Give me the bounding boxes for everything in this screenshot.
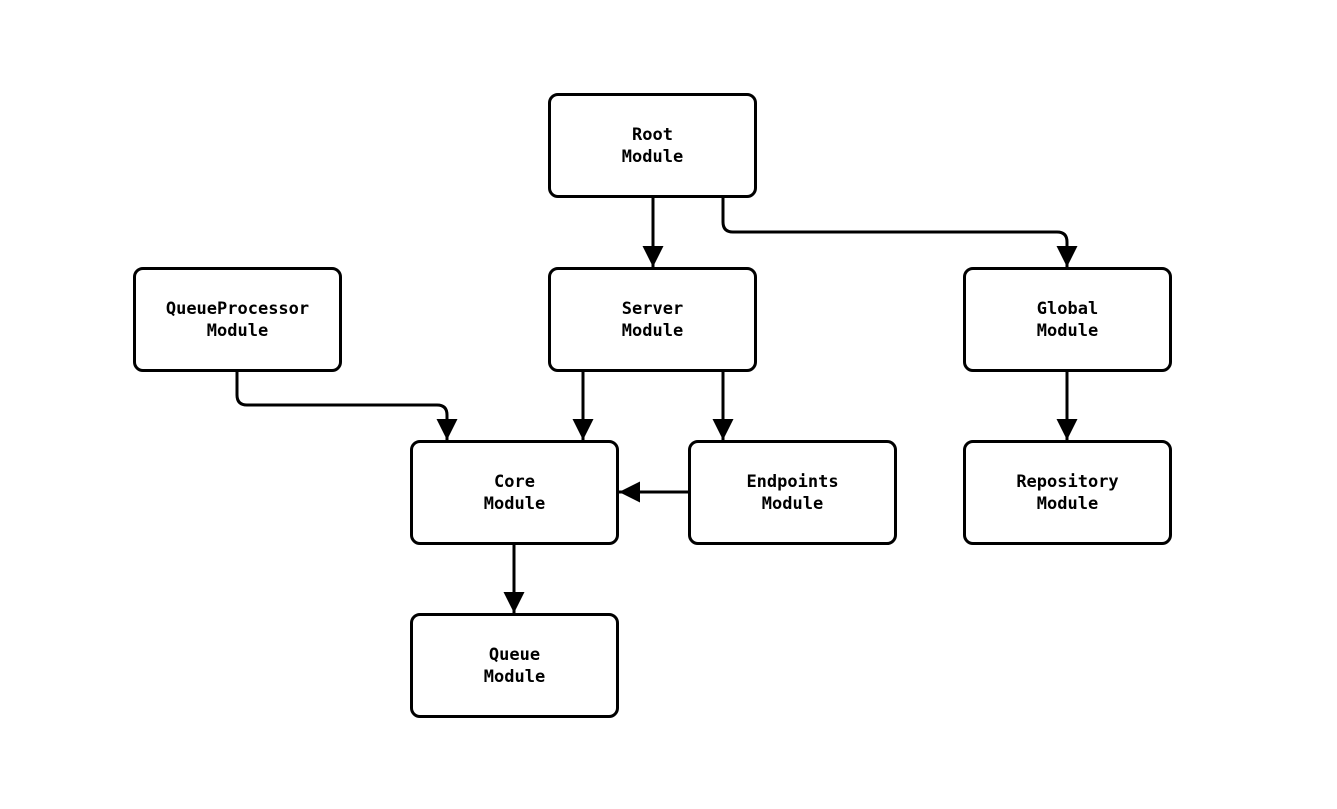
node-endpoints-module-label: Endpoints Module <box>746 471 839 514</box>
node-global-module-label: Global Module <box>1036 298 1099 341</box>
node-server-module: Server Module <box>548 267 757 372</box>
node-queue-module-label: Queue Module <box>483 644 546 687</box>
edge-queueprocessor-to-core <box>235 372 458 440</box>
node-core-module: Core Module <box>410 440 619 545</box>
node-server-module-label: Server Module <box>621 298 684 341</box>
node-root-module-label: Root Module <box>621 124 684 167</box>
node-repository-module-label: Repository Module <box>1016 471 1119 514</box>
node-core-module-label: Core Module <box>483 471 546 514</box>
node-global-module: Global Module <box>963 267 1172 372</box>
node-root-module: Root Module <box>548 93 757 198</box>
node-endpoints-module: Endpoints Module <box>688 440 897 545</box>
node-queueprocessor-module-label: QueueProcessor Module <box>165 298 310 341</box>
node-repository-module: Repository Module <box>963 440 1172 545</box>
node-queue-module: Queue Module <box>410 613 619 718</box>
node-queueprocessor-module: QueueProcessor Module <box>133 267 342 372</box>
edge-root-to-global <box>721 198 1078 267</box>
